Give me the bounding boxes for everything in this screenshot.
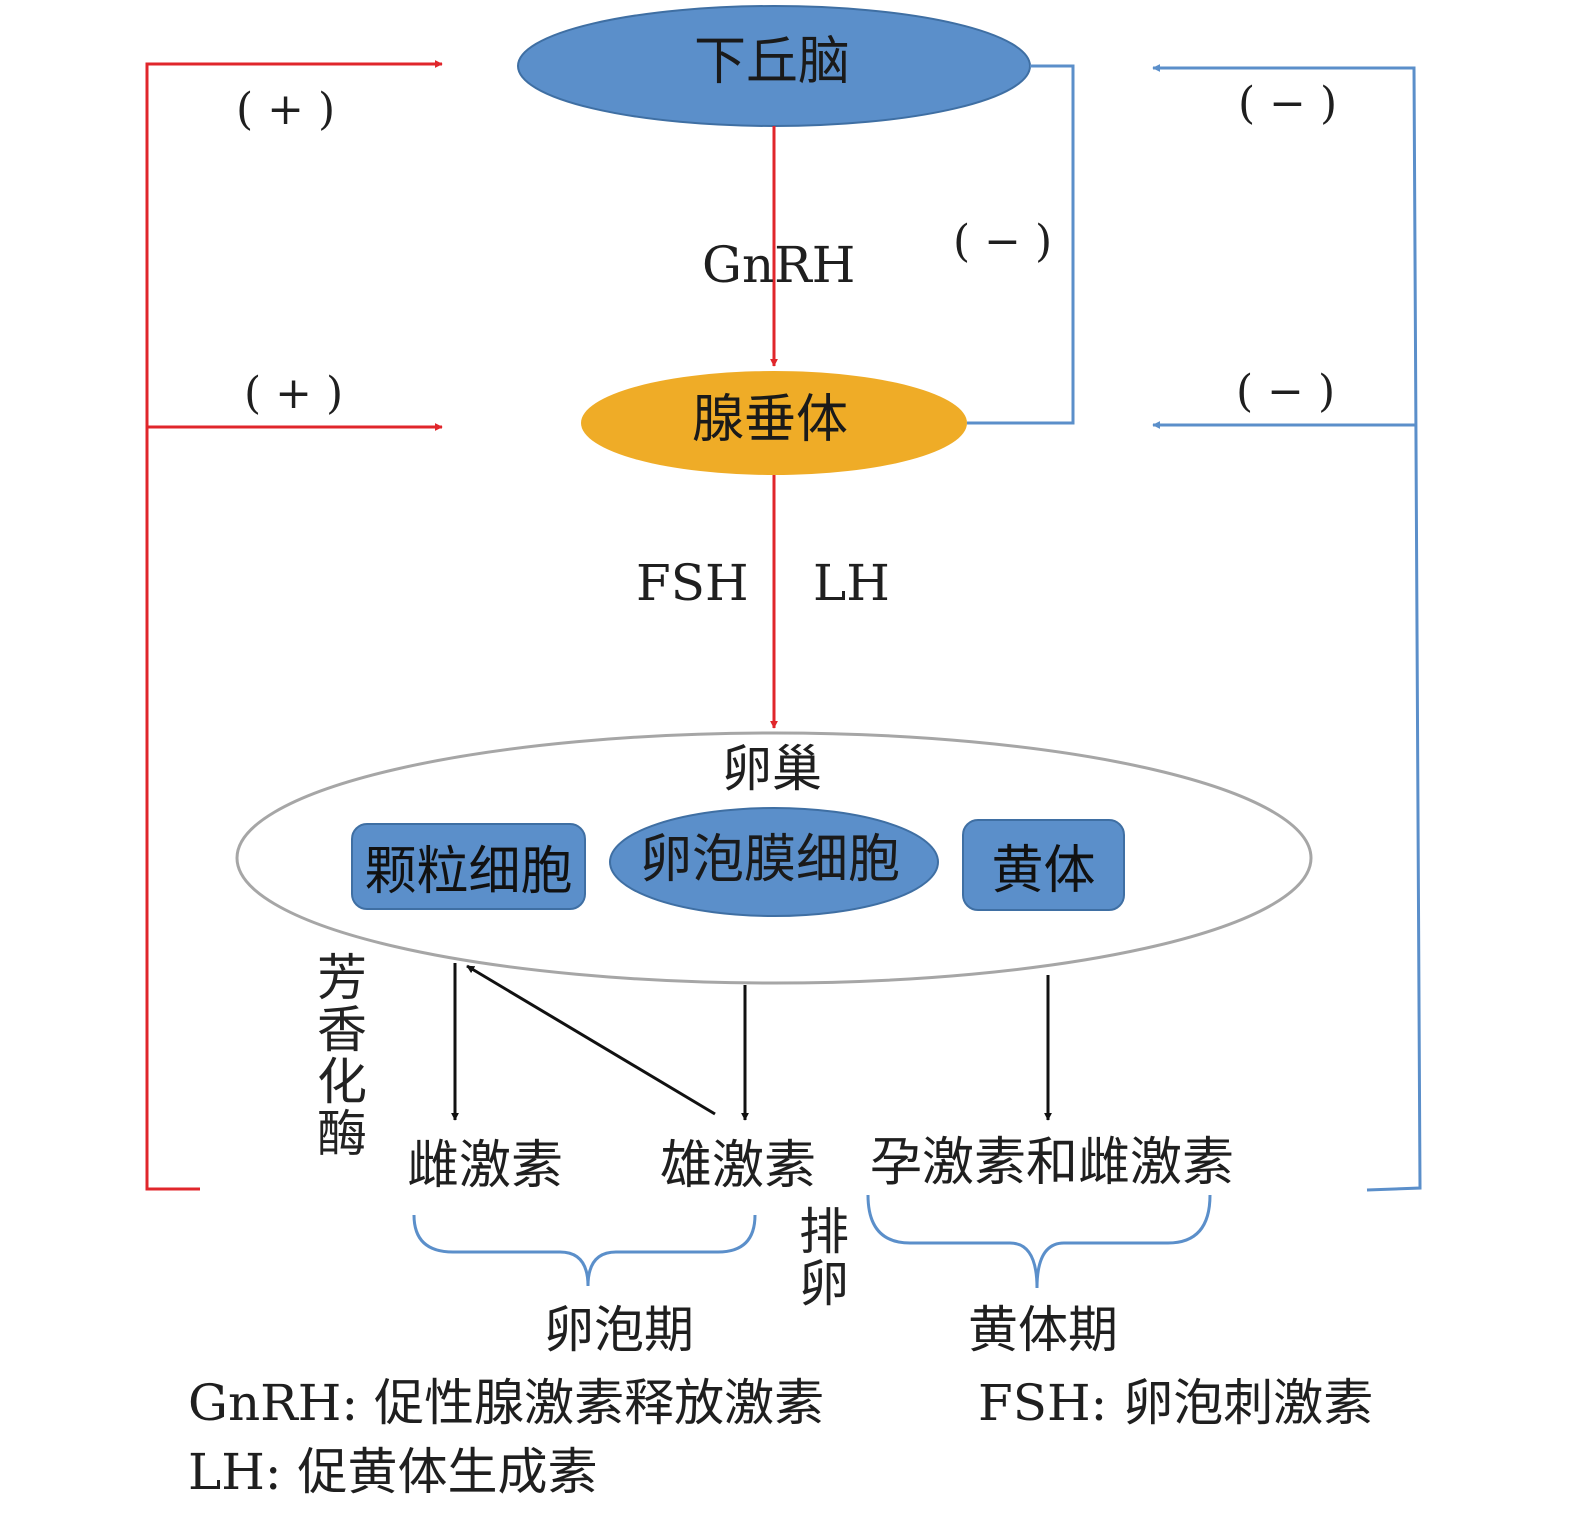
- ovary-label: 卵巢: [722, 740, 822, 798]
- negative-feedback-sign-inner: ( − ): [953, 216, 1053, 267]
- pituitary-label: 腺垂体: [692, 390, 849, 450]
- follicular-phase-label: 卵泡期: [544, 1301, 694, 1359]
- negative-feedback-sign-mid: ( − ): [1236, 366, 1336, 417]
- lh-label: LH: [813, 554, 890, 612]
- legend-gnrh: GnRH: 促性腺激素释放激素: [188, 1374, 825, 1432]
- pituitary-node: [581, 371, 967, 475]
- positive-feedback-sign-top: ( + ): [236, 84, 336, 135]
- gnrh-label: GnRH: [702, 236, 856, 294]
- theca-cell-node: [609, 807, 939, 917]
- luteal-phase-brace: [866, 1194, 1212, 1289]
- short-loop-negative-feedback: [967, 64, 1075, 425]
- theca-cell-label: 卵泡膜细胞: [640, 830, 901, 890]
- legend-lh: LH: 促黄体生成素: [188, 1443, 598, 1501]
- follicular-phase-brace: [412, 1214, 757, 1287]
- negative-feedback-line: [1152, 64, 1422, 1192]
- aromatase-label: 芳香化酶: [317, 949, 367, 1163]
- fsh-label: FSH: [636, 554, 749, 612]
- aromatization-arrow: [466, 964, 716, 1116]
- corpus-luteum-node: 黄体: [962, 819, 1125, 911]
- estrogen-label: 雌激素: [407, 1136, 564, 1196]
- ovulation-label: 排卵: [799, 1203, 849, 1313]
- legend-fsh: FSH: 卵泡刺激素: [978, 1374, 1374, 1432]
- androgen-label: 雄激素: [660, 1136, 817, 1196]
- positive-feedback-sign-mid: ( + ): [244, 368, 344, 419]
- granulosa-cell-label: 颗粒细胞: [364, 842, 573, 902]
- granulosa-cell-node: 颗粒细胞: [351, 823, 586, 910]
- positive-feedback-line: [145, 60, 443, 1191]
- progesterone-estrogen-label: 孕激素和雌激素: [870, 1133, 1235, 1193]
- corpus-luteum-label: 黄体: [991, 840, 1096, 901]
- negative-feedback-sign-top: ( − ): [1238, 78, 1338, 129]
- luteal-phase-label: 黄体期: [968, 1301, 1118, 1359]
- hypothalamus-label: 下丘脑: [694, 32, 851, 92]
